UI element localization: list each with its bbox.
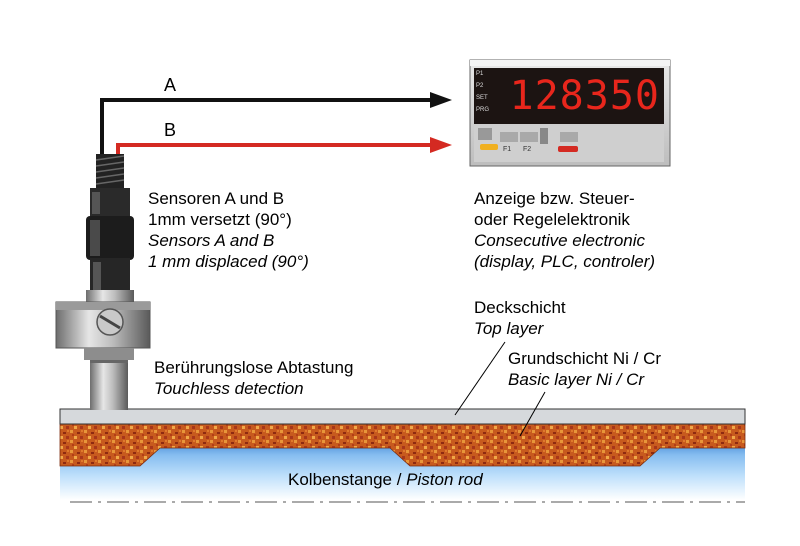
display-side-label-set: SET (476, 95, 488, 101)
detection-label-de: Berührungslose Abtastung (154, 358, 354, 377)
display-readout: 128350 (509, 73, 660, 119)
piston-rod-label-de: Kolbenstange / (288, 470, 407, 489)
display-side-label-p2: P2 (476, 83, 484, 89)
display-desc-line2: oder Regelelektronik (474, 210, 630, 229)
display-unit (469, 59, 671, 167)
top-layer-label-de: Deckschicht (474, 298, 566, 317)
line-b (116, 143, 432, 160)
sensor-desc-line2: 1mm versetzt (90°) (148, 210, 292, 229)
sensor-desc-line1: Sensoren A und B (148, 189, 285, 208)
basic-layer (59, 421, 746, 467)
display-desc-line3: Consecutive electronic (474, 231, 646, 250)
sensor-desc-line4: 1 mm displaced (90°) (148, 252, 309, 271)
sensor-desc-line3: Sensors A and B (148, 231, 275, 250)
line-a (100, 98, 432, 172)
arrow-b (430, 137, 452, 153)
arrow-a (430, 92, 452, 108)
basic-layer-label-en: Basic layer Ni / Cr (508, 370, 645, 389)
display-side-label-prg: PRG (476, 107, 490, 113)
display-side-label-p1: P1 (476, 71, 484, 77)
detection-label-en: Touchless detection (154, 379, 304, 398)
piston-rod-label-en: Piston rod (406, 470, 483, 489)
piston-rod-label: Kolbenstange / Piston rod (288, 469, 483, 490)
top-layer (59, 408, 746, 425)
line-a-label: A (164, 75, 177, 95)
sensor (55, 154, 151, 410)
display-desc-line1: Anzeige bzw. Steuer- (474, 189, 635, 208)
top-layer-label-en: Top layer (474, 319, 544, 338)
display-key-label-f1: F1 (503, 146, 512, 153)
basic-layer-label-de: Grundschicht Ni / Cr (508, 349, 662, 368)
display-desc-line4: (display, PLC, controler) (474, 252, 656, 271)
display-key-label-f2: F2 (523, 146, 532, 153)
line-b-label: B (164, 120, 177, 140)
